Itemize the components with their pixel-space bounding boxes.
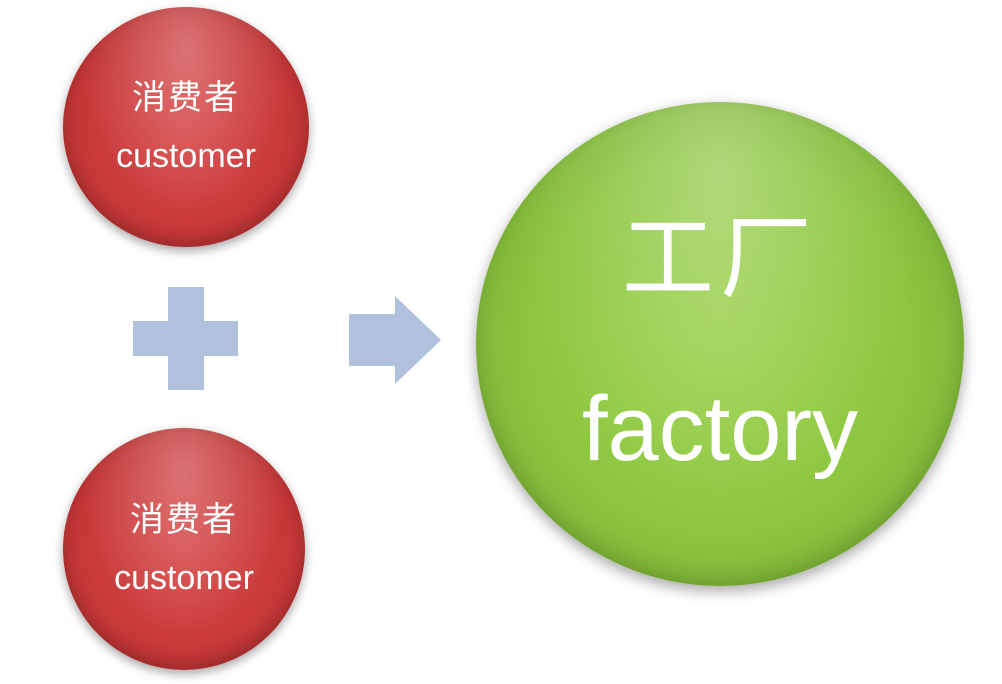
plus-icon (133, 287, 238, 390)
consumer-label-en: customer (116, 137, 256, 175)
factory-node: 工厂 factory (476, 102, 964, 586)
arrow-right-icon (349, 296, 441, 384)
factory-label-en: factory (581, 378, 859, 480)
consumer-node-top: 消费者 customer (63, 7, 309, 247)
consumer-label-cn: 消费者 (132, 78, 240, 118)
consumer-node-bottom: 消费者 customer (63, 428, 305, 670)
consumer-label-cn: 消费者 (130, 500, 238, 540)
consumer-label-en: customer (114, 559, 254, 597)
factory-label-cn: 工厂 (621, 205, 818, 312)
